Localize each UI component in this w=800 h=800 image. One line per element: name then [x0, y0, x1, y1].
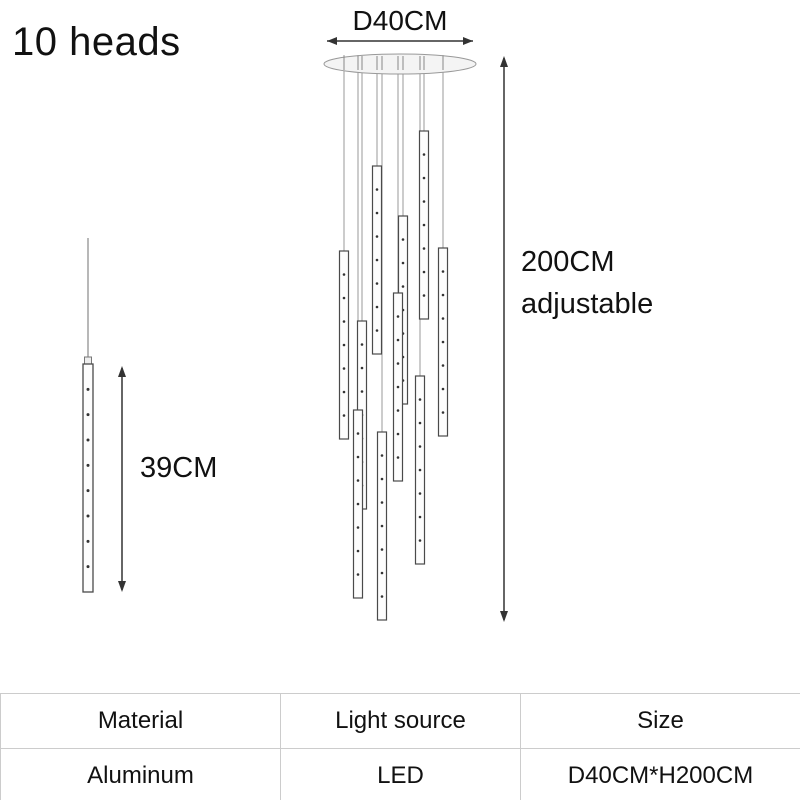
- diameter-label: D40CM: [352, 5, 448, 36]
- rod-length-dimension-arrow: [118, 366, 126, 592]
- pendant-rods: [338, 130, 449, 621]
- spec-table: Material Light source Size Aluminum LED …: [0, 693, 800, 800]
- spec-header-material: Material: [0, 693, 281, 749]
- spec-value-material: Aluminum: [0, 748, 281, 800]
- spec-header-light-source: Light source: [280, 693, 521, 749]
- height-dimension-arrow: [500, 56, 508, 622]
- spec-value-size: D40CM*H200CM: [520, 748, 800, 800]
- chandelier-diagram: [82, 37, 508, 622]
- height-value-label: 200CM: [521, 246, 615, 278]
- spec-header-row: Material Light source Size: [0, 693, 800, 749]
- spec-value-row: Aluminum LED D40CM*H200CM: [0, 748, 800, 800]
- diameter-dimension-arrow: [327, 37, 473, 45]
- spec-header-size: Size: [520, 693, 800, 749]
- height-note-label: adjustable: [521, 288, 654, 321]
- rod-length-label: 39CM: [140, 452, 218, 484]
- height-label: 200CM adjustable: [521, 241, 653, 325]
- single-rod-detail: [82, 238, 94, 593]
- spec-value-light-source: LED: [280, 748, 521, 800]
- ceiling-plate: [323, 53, 477, 75]
- heads-count-label: 10 heads: [12, 20, 181, 64]
